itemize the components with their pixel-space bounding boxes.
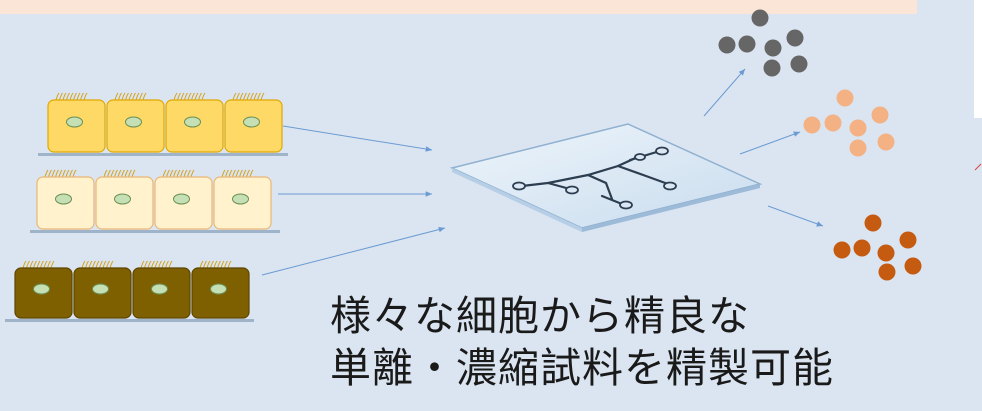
cell-icon [191, 260, 250, 319]
cell-row-yellow [38, 92, 288, 156]
cell-icon [14, 260, 73, 319]
particle-dot [878, 263, 896, 281]
cell-icon [154, 169, 213, 230]
nucleus-icon [66, 116, 83, 128]
particle-dot [871, 106, 889, 124]
particle-dot [738, 35, 756, 53]
nucleus-icon [92, 283, 109, 295]
nucleus-icon [55, 193, 72, 205]
caption: 様々な細胞から精良な 単離・濃縮試料を精製可能 [330, 290, 834, 394]
particle-dot [790, 55, 808, 73]
cell-icon [165, 92, 224, 153]
particle-dot [836, 89, 854, 107]
arrow-chip-to-rust [767, 205, 824, 227]
particle-clusters [718, 9, 922, 281]
cell-icon [106, 92, 165, 153]
corner-panel [974, 0, 982, 118]
cell-row-cream [30, 169, 280, 233]
particle-cluster-rust-icon [833, 214, 922, 281]
caption-line-2: 単離・濃縮試料を精製可能 [330, 344, 834, 392]
particle-dot [904, 257, 922, 275]
nucleus-icon [184, 116, 201, 128]
nucleus-icon [114, 193, 131, 205]
cell-icon [47, 92, 106, 153]
cell-icon [224, 92, 283, 153]
particle-dot [899, 231, 917, 249]
cell-icon [36, 169, 95, 230]
particle-cluster-gray-icon [718, 9, 808, 77]
arrow-chip-to-orange [739, 131, 801, 155]
nucleus-icon [33, 283, 50, 295]
particle-dot [824, 114, 842, 132]
cell-icon [73, 260, 132, 319]
particle-dot [803, 116, 821, 134]
substrate-line [38, 153, 288, 156]
arrow-yellow-to-chip [282, 125, 433, 152]
particle-dot [877, 133, 895, 151]
particle-dot [763, 59, 781, 77]
nucleus-icon [243, 116, 260, 128]
caption-line-1: 様々な細胞から精良な [330, 292, 750, 340]
particle-dot [833, 241, 851, 259]
particle-dot [849, 139, 867, 157]
particle-dot [751, 9, 769, 27]
substrate-line [30, 230, 280, 233]
particle-dot [864, 214, 882, 232]
particle-dot [786, 29, 804, 47]
nucleus-icon [210, 283, 227, 295]
particle-dot [764, 39, 782, 57]
cell-icon [95, 169, 154, 230]
cell-row-brown [5, 260, 254, 322]
arrow-brown-to-chip [261, 226, 446, 276]
cell-icon [213, 169, 272, 230]
cell-icon [132, 260, 191, 319]
particle-dot [877, 244, 895, 262]
cell-groups [5, 92, 288, 322]
nucleus-icon [232, 193, 249, 205]
particle-dot [849, 119, 867, 137]
particle-dot [718, 36, 736, 54]
flow-arrows [261, 68, 824, 276]
nucleus-icon [173, 193, 190, 205]
particle-dot [853, 239, 871, 257]
nucleus-icon [125, 116, 142, 128]
arrow-chip-to-gray [703, 68, 746, 117]
nucleus-icon [151, 283, 168, 295]
substrate-line [5, 319, 254, 322]
edge-mark [974, 163, 982, 171]
title-band [0, 0, 917, 14]
microfluidic-chip-icon [449, 123, 763, 232]
particle-cluster-orange-icon [803, 89, 895, 157]
